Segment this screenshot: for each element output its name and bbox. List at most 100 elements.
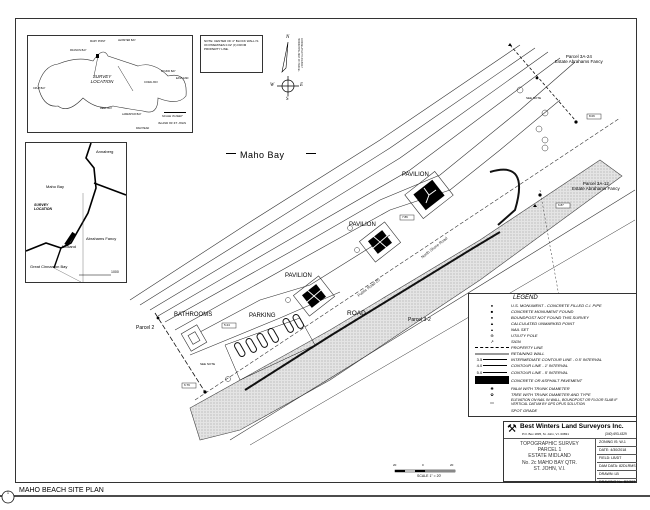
legend-item: CONCRETE OR ASPHALT PAVEMENT — [473, 375, 632, 385]
legend-item: ✿TREE WITH TRUNK DIAMETER AND TYPE — [490, 391, 591, 397]
retaining-wall — [489, 168, 520, 226]
north-label: N — [286, 35, 290, 40]
scale-tick: 0 — [422, 463, 424, 467]
note-box: NOTE: CENTER OF 4" BLOCK WALL IS ON PREM… — [200, 35, 263, 73]
island-name-label: ISLAND OF ST. JOHN — [158, 121, 186, 125]
legend-item: ✺PALM WITH TRUNK DIAMETER — [490, 385, 570, 391]
legend-item: RETAINING WALL — [473, 351, 632, 357]
east-label: E — [300, 83, 304, 88]
road-label: ROAD — [347, 310, 366, 317]
pavilion-3-building — [292, 275, 336, 317]
contour-lines — [129, 44, 576, 356]
annaberg-label: Annaberg — [96, 149, 114, 154]
company-phone: (340) 693-4329 — [605, 432, 627, 436]
road-pavement — [189, 159, 623, 441]
survey-location-label: SURVEY LOCATION — [90, 74, 114, 84]
see-note-label: SEE NOTE — [526, 96, 542, 100]
property-line — [194, 117, 621, 401]
north-arrow: N S W E CORRELATED TO AS-BUILT HORIZONTA… — [262, 35, 307, 104]
field-date: DATE: 4/30/2018 — [597, 447, 637, 455]
scale-tick: 20 — [450, 463, 454, 467]
parcel-2-label: Parcel 2 — [136, 325, 155, 331]
great-cinnamon-bay-label: Great Cinnamon Bay — [30, 264, 68, 269]
road-edge-line — [229, 189, 636, 441]
company-address: P.O. Box 1835, St. John, V.I. 00831 — [522, 432, 569, 436]
bay-label: REEF BAY — [100, 107, 113, 110]
legend-item: ▴NAIL SET — [490, 326, 529, 332]
legend-item: 5.0 CONTOUR LINE - 5' INTERVAL — [476, 369, 569, 375]
elevation-value: 8.06 — [589, 114, 595, 118]
maho-bay-inset-label: Maho Bay — [46, 184, 65, 189]
vicinity-inset-map: Annaberg Maho Bay SURVEY LOCATION Abraha… — [25, 142, 127, 283]
field-datum: DAM DATA: 82DLRMS — [597, 463, 637, 471]
bay-label: CRUZ BAY — [33, 87, 46, 90]
bay-label: RAM HEAD — [136, 127, 150, 130]
pavilion-label: PAVILION — [349, 222, 376, 228]
legend-item: ●BOUNDPOST NOT FOUND THIS SURVEY — [490, 314, 589, 320]
vicinity-lines — [26, 143, 126, 282]
legend-item: ▲CALCULATED UNMARKED POINT — [490, 320, 575, 326]
bay-label: MARY POINT — [90, 40, 106, 43]
scale-bar-graphic — [394, 469, 456, 473]
bay-label: EAST END — [176, 77, 189, 80]
legend-item: 4.0 CONTOUR LINE - 1' INTERVAL — [476, 363, 569, 369]
boundary-line-west — [154, 312, 206, 393]
road-edge-line — [249, 219, 636, 446]
legend-item: SPOT GRADE — [511, 407, 538, 413]
scale-label: SCALE 1" = 20' — [417, 474, 442, 478]
bathrooms-building — [180, 324, 208, 352]
trees — [225, 86, 549, 382]
north-arrow-icon — [277, 41, 299, 96]
south-label: S — [286, 97, 289, 102]
boundary-line-east — [509, 44, 576, 121]
elevation-value: 6.87 — [558, 203, 564, 207]
legend-title: LEGEND — [513, 295, 538, 301]
parcel-3-2-label: Parcel 3-2 — [408, 317, 431, 323]
legend-item: ●U.S. MONUMENT - CONCRETE FILLED C.I. PI… — [490, 302, 602, 308]
monuments — [156, 43, 578, 394]
abrahams-fancy-label: Abrahams Fancy — [86, 236, 117, 241]
legend-item: ↗SIGN — [490, 339, 521, 345]
legend: LEGEND ●U.S. MONUMENT - CONCRETE FILLED … — [468, 293, 637, 417]
surveyor-logo-icon: ⚒ — [507, 423, 517, 435]
island-inset-map: SURVEY LOCATION MARY POINT FRANCIS BAY L… — [27, 35, 193, 133]
survey-location-inset-label: SURVEY LOCATION — [34, 203, 53, 211]
island-outline — [37, 51, 187, 113]
field-drawn: DRAWN: LB — [597, 471, 637, 479]
legend-item: ▭ELEVATION ON NAIL IN WALL, BOUNDPOST OR… — [490, 397, 618, 407]
bay-label: FRANCIS BAY — [70, 49, 87, 52]
elevation-value: 7.86 — [402, 215, 408, 219]
bay-label: CORAL BAY — [144, 81, 159, 84]
pavilion-2-building — [358, 221, 402, 263]
title-block-fields: ZONING IS: W-1 DATE: 4/30/2018 FIELD: LB… — [597, 439, 637, 486]
north-arrow-note: CORRELATED TO AS-BUILT HORIZONTAL MAP OF… — [297, 38, 302, 72]
sheet-number: 1 — [7, 491, 9, 495]
elevation-value: 5.24 — [224, 323, 230, 327]
inset-scale-label: SCALE IN FEET — [162, 114, 183, 118]
drawing-title: MAHO BEACH SITE PLAN — [19, 487, 104, 494]
bathrooms-label: BATHROOMS — [174, 312, 213, 318]
bay-label: LEINSTER BAY — [118, 39, 136, 42]
legend-item: 3.5 INTERMEDIATE CONTOUR LINE - 0.5' INT… — [476, 357, 603, 363]
retaining-wall — [244, 231, 501, 391]
field-drawing-no: DRAWING No. B2/207 — [599, 480, 636, 484]
legend-item: ⊕UTILITY POLE — [490, 333, 538, 339]
west-label: W — [270, 83, 275, 88]
sheet-symbol — [1, 490, 15, 504]
bay-label: LAMESHUR BAY — [122, 113, 142, 116]
legend-item: PROPERTY LINE — [473, 345, 632, 351]
parking-label: PARKING — [249, 313, 276, 319]
pavilion-label: PAVILION — [402, 172, 429, 178]
midland-label: Midland — [62, 244, 77, 249]
maho-bay-label: Maho Bay — [240, 150, 285, 160]
elevation-value: 6.79 — [184, 383, 190, 387]
inset-scale-value: 1000 — [111, 270, 119, 274]
pavilion-1-building — [404, 171, 454, 219]
title-block: ⚒ Best Winters Land Surveyors Inc. P.O. … — [503, 421, 637, 484]
pavilion-label: PAVILION — [285, 273, 312, 279]
elevation-boxes — [181, 113, 602, 389]
field-field: FIELD: LB/DT — [597, 455, 637, 463]
field-zoning: ZONING IS: W-1 — [597, 439, 637, 447]
